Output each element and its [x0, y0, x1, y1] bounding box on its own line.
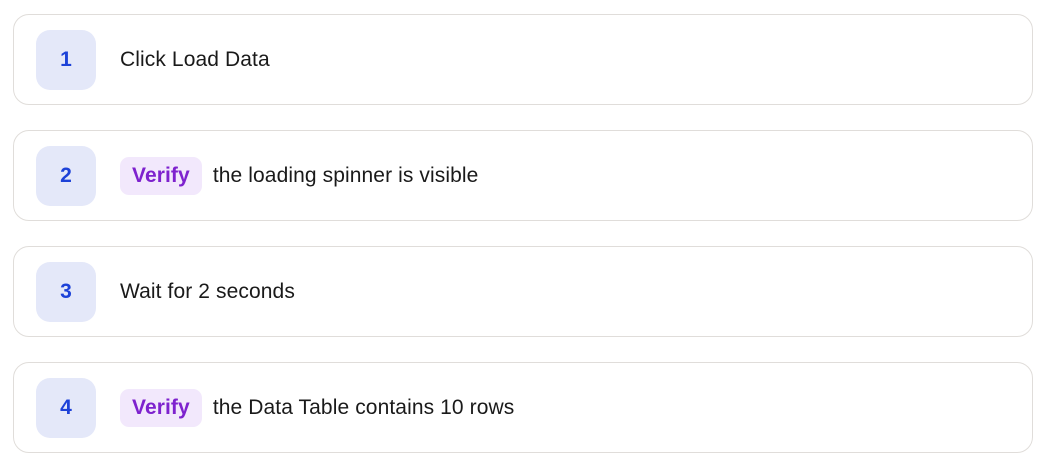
verify-keyword-badge: Verify: [120, 388, 202, 427]
step-description: Click Load Data: [120, 47, 270, 72]
step-number-badge: 1: [36, 29, 96, 90]
step-number-badge: 2: [36, 145, 96, 206]
step-row-1[interactable]: 1 Click Load Data: [13, 14, 1033, 105]
step-description: Wait for 2 seconds: [120, 279, 295, 304]
step-text: Wait for 2 seconds: [120, 279, 295, 303]
step-number-badge: 3: [36, 261, 96, 322]
step-row-4[interactable]: 4 Verify the Data Table contains 10 rows: [13, 362, 1033, 453]
step-text: the Data Table contains 10 rows: [212, 395, 515, 419]
step-text: the loading spinner is visible: [212, 163, 479, 187]
step-number-badge: 4: [36, 377, 96, 438]
step-description: Verify the loading spinner is visible: [120, 156, 479, 195]
step-row-2[interactable]: 2 Verify the loading spinner is visible: [13, 130, 1033, 221]
step-row-3[interactable]: 3 Wait for 2 seconds: [13, 246, 1033, 337]
verify-keyword-badge: Verify: [120, 156, 202, 195]
step-text: Click Load Data: [120, 47, 270, 71]
step-description: Verify the Data Table contains 10 rows: [120, 388, 515, 427]
